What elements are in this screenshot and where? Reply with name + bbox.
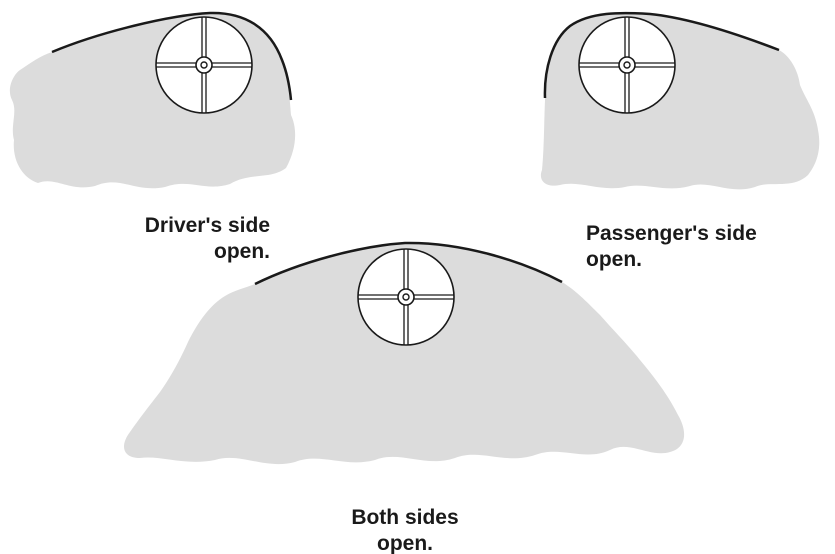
passenger-side-panel <box>541 13 819 189</box>
driver-side-caption-line2: open. <box>100 239 270 265</box>
passenger-side-nozzle-icon <box>579 17 675 113</box>
passenger-side-spray-area <box>541 13 819 189</box>
driver-side-spray-area <box>10 13 295 188</box>
both-sides-caption-line2: open. <box>300 531 510 554</box>
both-sides-nozzle-icon <box>358 249 454 345</box>
both-sides-caption: Both sides open. <box>300 505 510 554</box>
passenger-side-caption-line2: open. <box>586 247 831 273</box>
driver-side-caption: Driver's side open. <box>100 213 270 265</box>
both-sides-caption-line1: Both sides <box>300 505 510 531</box>
driver-side-caption-line1: Driver's side <box>100 213 270 239</box>
both-sides-panel <box>124 243 684 464</box>
driver-side-panel <box>10 13 295 188</box>
driver-side-nozzle-icon <box>156 17 252 113</box>
passenger-side-caption-line1: Passenger's side <box>586 221 831 247</box>
passenger-side-caption: Passenger's side open. <box>586 221 831 273</box>
